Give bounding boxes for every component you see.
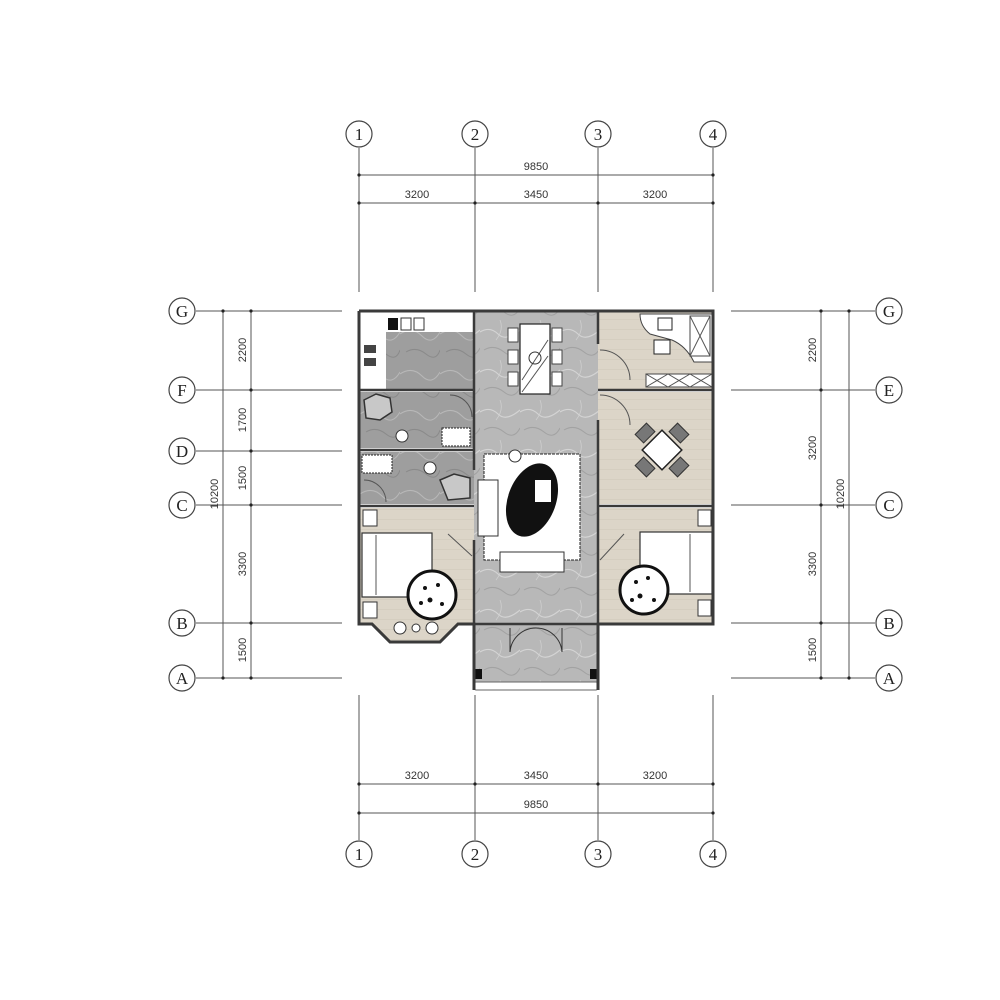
axis-label-G-left: G <box>176 302 188 321</box>
dim-left-total: 10200 <box>209 479 221 510</box>
right-axis-group: G E C B A 2200 3200 3300 1500 10200 <box>731 297 903 692</box>
left-axis-group: G F D C B A 2200 1700 1500 3300 1500 102… <box>168 297 342 692</box>
axis-bubble-4-top <box>699 120 727 148</box>
axis-label-C-left: C <box>176 496 187 515</box>
axis-label-D-left: D <box>176 442 188 461</box>
axis-bubble-3-top <box>584 120 612 148</box>
axis-label-A-right: A <box>883 669 896 688</box>
dim-bottom-seg-2: 3450 <box>524 770 548 782</box>
axis-label-B-left: B <box>176 614 187 633</box>
dim-left-seg-5: 1500 <box>237 638 249 662</box>
walls <box>357 309 715 690</box>
dim-right-seg-3: 3300 <box>807 552 819 576</box>
axis-label-4-bottom: 4 <box>709 845 718 864</box>
dim-right-seg-2: 3200 <box>807 436 819 460</box>
axis-label-2-bottom: 2 <box>471 845 480 864</box>
axis-bubble-1-bottom <box>345 840 373 868</box>
dim-right-seg-4: 1500 <box>807 638 819 662</box>
axis-bubble-2-top <box>461 120 489 148</box>
axis-label-1-top: 1 <box>355 125 364 144</box>
sofa-left <box>477 479 499 537</box>
axis-label-A-left: A <box>176 669 189 688</box>
sofa-bottom <box>499 551 565 573</box>
axis-label-3-top: 3 <box>594 125 603 144</box>
right-round-rug <box>618 564 670 616</box>
axis-label-B-right: B <box>883 614 894 633</box>
axis-bubble-3-bottom <box>584 840 612 868</box>
axis-label-1-bottom: 1 <box>355 845 364 864</box>
axis-label-E-right: E <box>884 381 894 400</box>
entrance-porch <box>474 624 598 682</box>
dim-top-seg-1: 3200 <box>405 189 429 201</box>
plan-body <box>357 309 715 691</box>
axis-label-4-top: 4 <box>709 125 718 144</box>
dim-right-seg-1: 2200 <box>807 338 819 362</box>
top-axis-group: 1 2 3 4 9850 3200 3450 3200 <box>345 120 727 292</box>
axis-label-G-right: G <box>883 302 895 321</box>
axis-bubble-2-bottom <box>461 840 489 868</box>
dim-left-seg-1: 2200 <box>237 338 249 362</box>
dim-top-seg-2: 3450 <box>524 189 548 201</box>
dim-top-seg-3: 3200 <box>643 189 667 201</box>
dim-right-total: 10200 <box>835 479 847 510</box>
dim-left-seg-3: 1500 <box>237 466 249 490</box>
dim-left-seg-2: 1700 <box>237 408 249 432</box>
dim-bottom-total: 9850 <box>524 799 548 811</box>
axis-label-C-right: C <box>883 496 894 515</box>
axis-bubble-1-top <box>345 120 373 148</box>
axis-label-2-top: 2 <box>471 125 480 144</box>
axis-label-F-left: F <box>177 381 186 400</box>
dim-left-seg-4: 3300 <box>237 552 249 576</box>
dim-top-total: 9850 <box>524 161 548 173</box>
dim-bottom-seg-3: 3200 <box>643 770 667 782</box>
bottom-axis-group: 1 2 3 4 3200 3450 3200 9850 <box>345 695 727 868</box>
axis-bubble-4-bottom <box>699 840 727 868</box>
axis-label-3-bottom: 3 <box>594 845 603 864</box>
dim-bottom-seg-1: 3200 <box>405 770 429 782</box>
left-round-rug <box>406 569 458 621</box>
